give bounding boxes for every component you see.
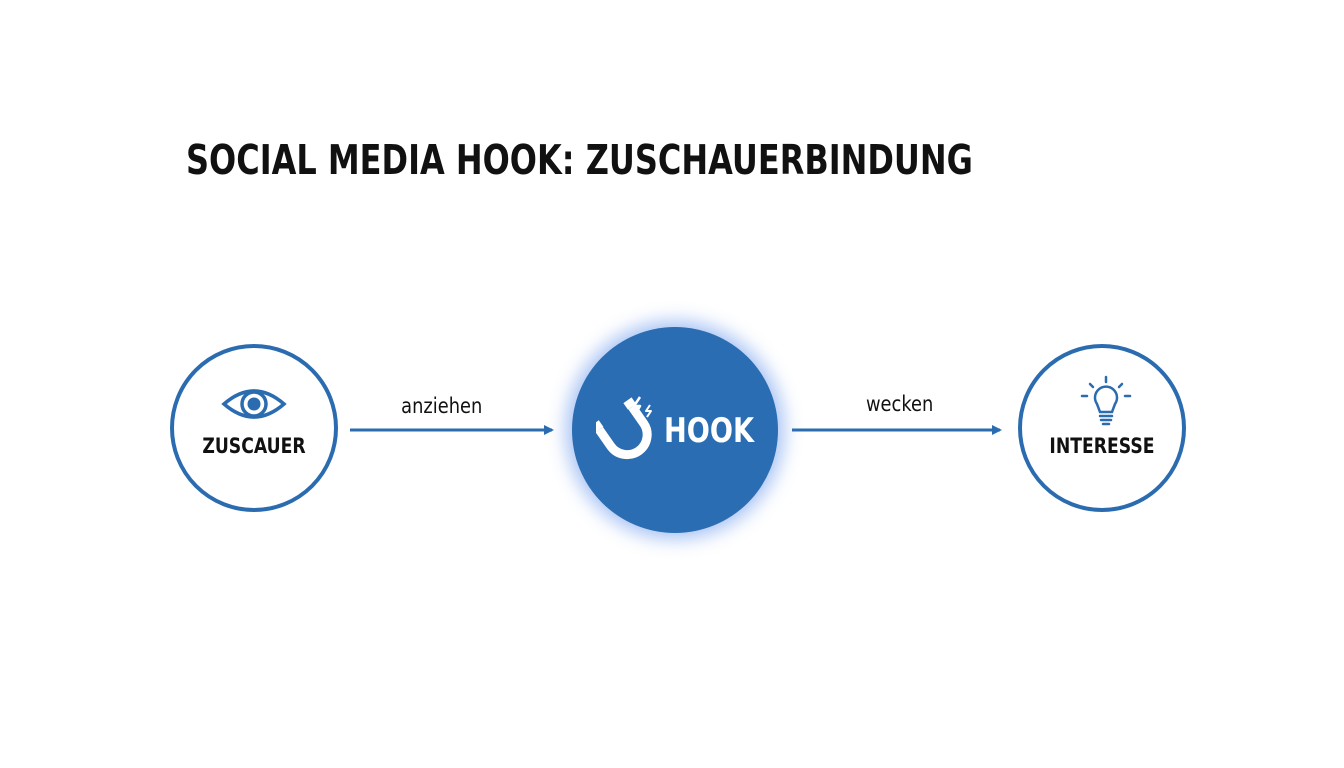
diagram-title: SOCIAL MEDIA HOOK: ZUSCHAUERBINDUNG [186,136,973,184]
node-viewer-label: ZUSCAUER [202,434,306,458]
node-hook-label: HOOK [664,411,755,451]
edge-attract-label: anziehen [401,394,483,418]
eye-icon [221,389,287,419]
node-interest: INTERESSE [1018,344,1186,512]
magnet-icon [596,396,652,460]
lightbulb-icon [1080,375,1132,426]
node-interest-label: INTERESSE [1049,434,1155,458]
node-viewer: ZUSCAUER [170,344,338,512]
node-hook: HOOK [572,327,778,533]
edge-awaken-label: wecken [865,392,934,416]
